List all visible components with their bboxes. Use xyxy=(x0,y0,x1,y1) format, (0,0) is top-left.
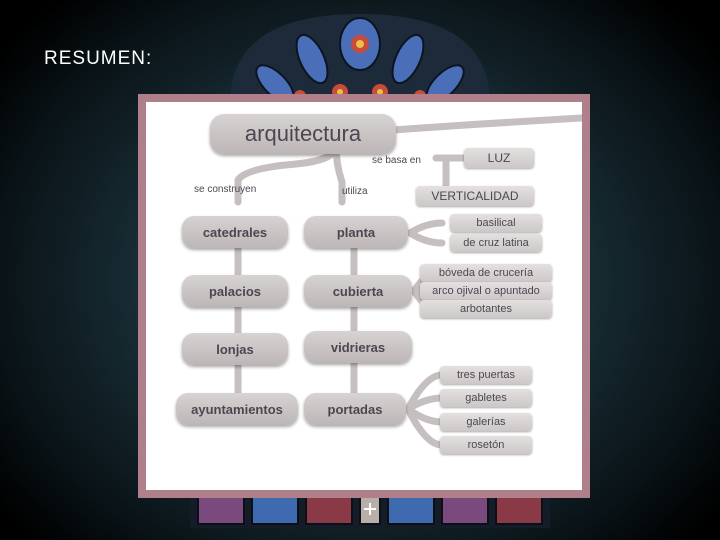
node-vidrieras: vidrieras xyxy=(304,331,412,363)
tag-tres-puertas: tres puertas xyxy=(440,366,532,384)
diagram-frame: arquitectura se basa en se construyen ut… xyxy=(138,94,590,498)
tag-luz: LUZ xyxy=(464,148,534,168)
concept-map: arquitectura se basa en se construyen ut… xyxy=(146,102,582,490)
node-planta: planta xyxy=(304,216,408,248)
tag-boveda-de-cruceria: bóveda de crucería xyxy=(420,264,552,282)
node-portadas: portadas xyxy=(304,393,406,425)
node-palacios: palacios xyxy=(182,275,288,307)
label-se-basa-en: se basa en xyxy=(372,155,421,166)
tag-verticalidad: VERTICALIDAD xyxy=(416,186,534,206)
node-ayuntamientos: ayuntamientos xyxy=(176,393,298,425)
node-arquitectura: arquitectura xyxy=(210,114,396,154)
slide-title: RESUMEN: xyxy=(44,48,153,69)
tag-galerias: galerías xyxy=(440,413,532,431)
node-catedrales: catedrales xyxy=(182,216,288,248)
node-cubierta: cubierta xyxy=(304,275,412,307)
tag-arbotantes: arbotantes xyxy=(420,300,552,318)
stained-glass-window-icon xyxy=(230,14,490,104)
node-lonjas: lonjas xyxy=(182,333,288,365)
tag-roseton: rosetón xyxy=(440,436,532,454)
tag-de-cruz-latina: de cruz latina xyxy=(450,234,542,252)
tag-gabletes: gabletes xyxy=(440,389,532,407)
tag-arco-ojival: arco ojival o apuntado xyxy=(420,282,552,300)
label-utiliza: utiliza xyxy=(342,186,368,197)
label-se-construyen: se construyen xyxy=(194,184,257,195)
tag-basilical: basilical xyxy=(450,214,542,232)
